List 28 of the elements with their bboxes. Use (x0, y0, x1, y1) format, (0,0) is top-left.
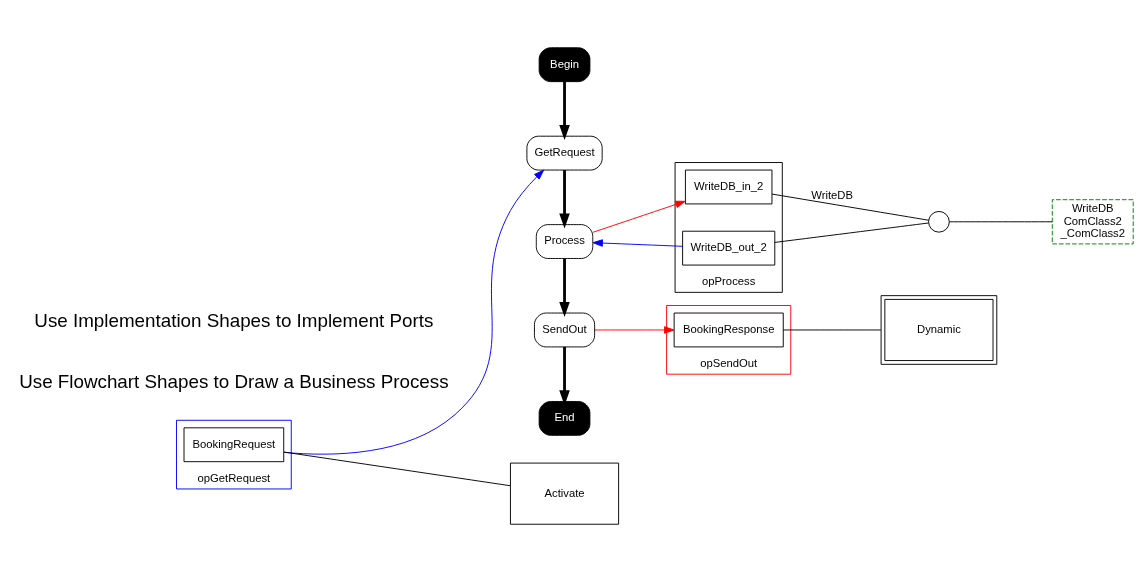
label: Use Flowchart Shapes to Draw a Business Process (19, 370, 449, 392)
edge-label: WriteDB (811, 188, 854, 201)
node-circle (928, 210, 950, 233)
connector (283, 451, 511, 486)
node-box: SendOut (533, 312, 596, 347)
node-box: WriteDB_in_2 (684, 169, 773, 204)
node-box: BookingResponse (673, 312, 784, 347)
connector (782, 329, 882, 330)
connector (774, 222, 930, 243)
arrow (559, 169, 570, 229)
node-box: Activate (509, 462, 620, 525)
connector (771, 193, 930, 221)
label: Use Implementation Shapes to Implement Ports (34, 309, 434, 331)
node-box: End (538, 400, 591, 436)
node-box: BookingRequest (183, 426, 285, 462)
arrow (594, 325, 675, 334)
arrow (559, 81, 570, 140)
node-box: Dynamic (880, 294, 998, 365)
node-box: WriteDB_out_2 (682, 230, 776, 266)
arrow (592, 238, 684, 247)
arrow (592, 200, 686, 233)
arrow (559, 258, 570, 317)
node-box: Begin (538, 46, 591, 82)
node-box: WriteDB ComClass2 _ComClass2 (1051, 198, 1134, 244)
arrow (559, 346, 570, 405)
connector (948, 220, 1053, 222)
node-box: Process (535, 223, 594, 259)
node-box: GetRequest (526, 135, 603, 171)
